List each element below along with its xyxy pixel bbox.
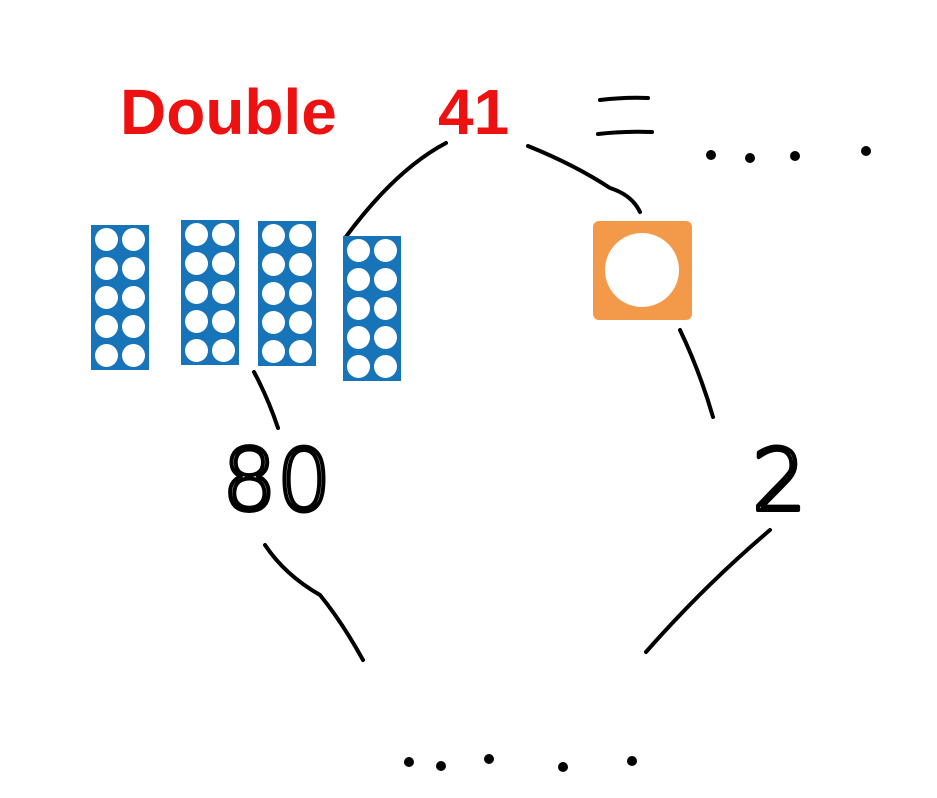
ten-rod-hole xyxy=(347,355,370,378)
ten-rod-hole xyxy=(262,282,285,305)
ten-rod-hole xyxy=(289,340,312,363)
ten-rod-hole xyxy=(185,223,208,246)
ten-rod-hole xyxy=(185,252,208,275)
ten-rod-hole xyxy=(262,224,285,247)
ten-rod-hole xyxy=(95,257,118,280)
top-answer-text: . . . . xyxy=(700,189,705,191)
ten-rod xyxy=(181,220,239,365)
title-word: Double xyxy=(120,76,337,148)
top-answer-blank xyxy=(706,146,871,163)
ten-rod-hole xyxy=(347,297,370,320)
branch-line-left xyxy=(343,141,448,240)
ten-rod-hole xyxy=(262,340,285,363)
ten-rod-hole xyxy=(212,252,235,275)
ten-rod-hole xyxy=(185,281,208,304)
equals-sign xyxy=(596,95,654,136)
ten-rod-hole xyxy=(212,223,235,246)
ten-rod-hole xyxy=(95,344,118,367)
ten-rod-hole xyxy=(289,253,312,276)
ten-rod-hole xyxy=(289,282,312,305)
ten-rod-hole xyxy=(212,339,235,362)
branch-line-converge-right xyxy=(644,528,772,654)
ten-rod-hole xyxy=(374,239,397,262)
ten-rod-hole xyxy=(185,310,208,333)
ten-rod-hole xyxy=(212,281,235,304)
ten-rod-hole xyxy=(262,311,285,334)
ten-rod-hole xyxy=(122,228,145,251)
branch-line-tens-down xyxy=(252,370,280,430)
ones-counter xyxy=(593,221,692,320)
ten-rod-hole xyxy=(374,326,397,349)
ten-rod-hole xyxy=(95,286,118,309)
ten-rod-hole xyxy=(122,286,145,309)
ten-rod-hole xyxy=(289,311,312,334)
tens-label: 80 xyxy=(222,431,331,531)
ten-rod-hole xyxy=(347,239,370,262)
ten-rod-hole xyxy=(122,257,145,280)
ten-rod-hole xyxy=(374,297,397,320)
ten-rod-hole xyxy=(374,268,397,291)
ten-rod-hole xyxy=(95,228,118,251)
bottom-answer-blank xyxy=(404,754,637,772)
ones-circle xyxy=(605,233,679,307)
branch-line-right xyxy=(526,144,642,214)
equals-text: = xyxy=(610,89,612,91)
ten-rod-hole xyxy=(347,326,370,349)
ten-rod-hole xyxy=(289,224,312,247)
ten-rod-hole xyxy=(262,253,285,276)
ones-label: 2 xyxy=(752,431,807,531)
ten-rod-hole xyxy=(212,310,235,333)
ten-rod-hole xyxy=(95,315,118,338)
title-number: 41 xyxy=(438,76,509,148)
ten-rod-hole xyxy=(185,339,208,362)
ten-rod-hole xyxy=(347,268,370,291)
ten-rod-hole xyxy=(122,315,145,338)
ten-rod-hole xyxy=(374,355,397,378)
bottom-answer-text: . . . . . xyxy=(400,789,406,791)
ten-rod xyxy=(343,236,401,381)
ten-rod xyxy=(91,225,149,370)
branch-line-ones-down xyxy=(678,328,715,419)
branch-line-converge-left xyxy=(263,543,365,662)
ten-rod xyxy=(258,221,316,366)
ten-rod-hole xyxy=(122,344,145,367)
tens-rods xyxy=(91,220,401,381)
